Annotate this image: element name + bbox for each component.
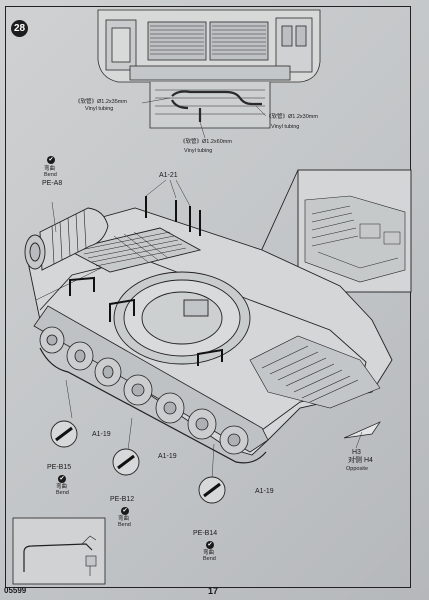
track-and-wheels xyxy=(33,305,269,464)
bend-cn-label-3: 弯曲 xyxy=(118,516,130,522)
handrails xyxy=(69,196,223,366)
part-label-pe-b15: PE-B15 xyxy=(47,464,72,471)
step-number-badge: 28 xyxy=(11,20,28,37)
kit-code: 05599 xyxy=(4,586,27,595)
rear-hull-detail xyxy=(97,9,321,129)
tubing-size-label-1: 《软管》Ø1.2x35mm xyxy=(75,99,127,105)
wedge-part xyxy=(343,421,381,439)
fuel-drums xyxy=(24,207,109,271)
part-label-pe-a8: PE-A8 xyxy=(42,180,63,187)
tubing-size-label-2: 《软管》Ø1.2x30mm xyxy=(266,114,318,120)
part-label-a1-21: A1-21 xyxy=(159,172,178,179)
part-label-a1-19-c: A1-19 xyxy=(255,488,274,495)
part-label-pe-b14: PE-B14 xyxy=(193,530,218,537)
part-label-pe-b12: PE-B12 xyxy=(110,496,135,503)
bend-label-3: Bend xyxy=(118,522,131,528)
bend-icon-2: ✔ xyxy=(58,475,66,483)
bend-cn-label-4: 弯曲 xyxy=(203,550,215,556)
bend-cn-label-1: 弯曲 xyxy=(44,166,56,172)
tubing-type-label-1: Vinyl tubing xyxy=(85,106,114,112)
bend-label-1: Bend xyxy=(44,172,57,178)
page-number: 17 xyxy=(208,586,219,596)
page-border xyxy=(5,6,411,588)
part-label-h4: 对侧 H4 xyxy=(348,457,373,464)
inset-detail-box xyxy=(257,169,412,381)
bend-icon-1: ✔ xyxy=(47,156,55,164)
tubing-size-label-3: 《软管》Ø1.2x60mm xyxy=(180,139,232,145)
opposite-label: Opposite xyxy=(346,466,369,472)
tubing-type-label-2: Vinyl tubing xyxy=(271,124,300,130)
tubing-type-label-3: Vinyl tubing xyxy=(184,148,213,154)
part-label-a1-19-b: A1-19 xyxy=(158,453,177,460)
bend-icon-3: ✔ xyxy=(121,507,129,515)
part-label-a1-19-a: A1-19 xyxy=(92,431,111,438)
bend-label-2: Bend xyxy=(56,490,69,496)
era-blocks xyxy=(249,335,381,409)
bend-cn-label-2: 弯曲 xyxy=(56,484,68,490)
part-label-h3: H3 xyxy=(352,449,361,456)
small-detail-box xyxy=(12,517,106,585)
bend-icon-4: ✔ xyxy=(206,541,214,549)
bend-label-4: Bend xyxy=(203,556,216,562)
